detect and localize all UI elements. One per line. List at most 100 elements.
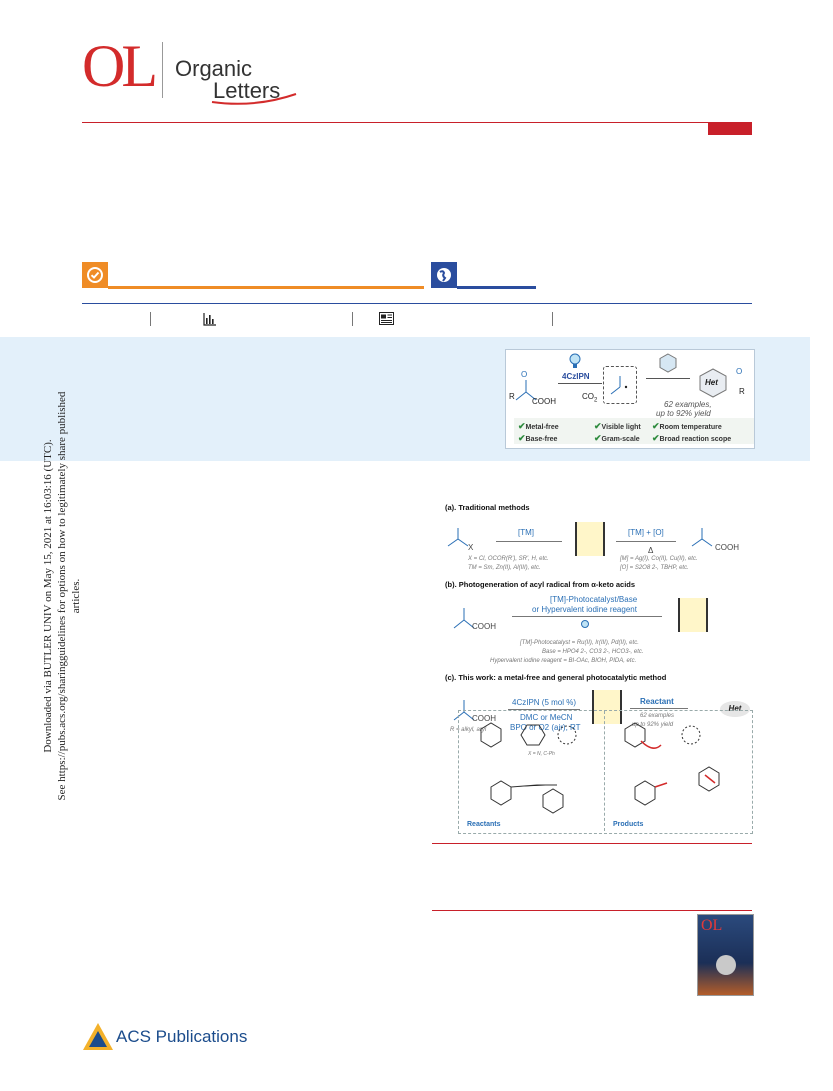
globe-icon xyxy=(437,268,451,282)
feature-base-free: ✔Base-free xyxy=(518,433,558,443)
reactants-products-panel: X = N, C-Ph Reactants Products xyxy=(458,710,753,834)
scheme-a-tm: [TM] xyxy=(518,528,534,537)
scheme-a-acyl-box xyxy=(575,522,605,556)
panel-divider xyxy=(604,711,606,831)
toc-catalyst-label: 4CzIPN xyxy=(562,372,590,381)
reactant-structures xyxy=(480,722,577,814)
figure-caption-rule xyxy=(432,843,752,844)
watermark-line2: See https://pubs.acs.org/sharingguidelin… xyxy=(56,391,82,801)
open-access-bar xyxy=(108,286,424,289)
watermark-line1: Downloaded via BUTLER UNIV on May 15, 20… xyxy=(42,439,54,753)
acyl-radical-structure xyxy=(610,376,628,395)
article-icon[interactable] xyxy=(379,312,394,325)
publisher-name[interactable]: ACS Publications xyxy=(116,1027,248,1046)
scheme-c-oxidant: BPO or O2 (air), RT xyxy=(510,723,581,732)
scheme-b-structure xyxy=(453,608,475,629)
scheme-a-delta: Δ xyxy=(648,546,654,555)
scheme-b-note2: Base = HPO4 2-, CO3 2-, HCO3-, etc. xyxy=(542,649,644,655)
scheme-b-note3: Hypervalent iodine reagent = BI-OAc, BIO… xyxy=(490,658,637,664)
scheme-a-left-structure xyxy=(447,528,469,547)
cover-rule xyxy=(432,910,752,911)
scheme-c-title: (c). This work: a metal-free and general… xyxy=(445,673,667,682)
light-bulb-icon xyxy=(569,353,581,368)
scheme-b-cooh: COOH xyxy=(472,622,496,631)
toc-cooh-label: COOH xyxy=(532,397,556,406)
cover-art xyxy=(716,955,736,975)
scheme-c-arrow-2 xyxy=(630,708,688,709)
scheme-c-r-note: R = alkyl, aryl xyxy=(450,727,487,733)
scheme-a-right-structure xyxy=(691,528,713,547)
scheme-c-examples: 62 examples xyxy=(640,713,675,719)
scheme-b-title: (b). Photogeneration of acyl radical fro… xyxy=(445,580,636,589)
download-watermark: Downloaded via BUTLER UNIV on May 15, 20… xyxy=(41,380,83,812)
toc-yield: up to 92% yield xyxy=(656,409,711,418)
toc-het-label: Het xyxy=(705,378,718,387)
keto-acid-structure xyxy=(515,380,537,401)
logo-swoosh-icon xyxy=(211,93,297,105)
toc-product-o: O xyxy=(736,367,743,376)
feature-visible-light: ✔Visible light xyxy=(594,421,641,431)
scheme-b-note1: [TM]-Photocatalyst = Ru(II), Ir(III), Pd… xyxy=(520,640,639,646)
scheme-a-title: (a). Traditional methods xyxy=(445,503,530,512)
metrics-separator xyxy=(150,312,151,326)
toc-product-r: R xyxy=(739,387,745,396)
scheme-a-note3: [M] = Ag(I), Co(II), Cu(II), etc. xyxy=(620,556,698,562)
toc-arrow xyxy=(558,383,602,384)
cover-logo-mark: OL xyxy=(701,917,723,934)
toc-r-label: R xyxy=(509,392,515,401)
article-type-tab xyxy=(708,123,752,135)
scheme-c-acyl-box xyxy=(592,690,622,724)
scheme-b-line2: or Hypervalent iodine reagent xyxy=(532,605,637,614)
feature-metal-free: ✔Metal-free xyxy=(518,421,559,431)
product-hexagon-icon xyxy=(699,368,727,398)
scheme-b-light-icon xyxy=(581,620,589,628)
scheme-a-note4: [O] = S2O8 2-, TBHP, etc. xyxy=(620,565,689,571)
toc-o-label: O xyxy=(521,370,528,379)
acs-logo-icon xyxy=(83,1023,113,1050)
scheme-b-arrow xyxy=(512,616,662,617)
scheme-c-arrow-1 xyxy=(508,709,580,710)
check-circle-icon xyxy=(87,267,103,283)
scheme-a-note2: TM = Sm, Zn(II), Al(III), etc. xyxy=(468,565,541,571)
scheme-c-cooh: COOH xyxy=(472,714,496,723)
scheme-a-tm-o: [TM] + [O] xyxy=(628,528,664,537)
het-reagent-icon xyxy=(659,353,677,373)
global-access-bar xyxy=(457,286,536,289)
feature-broad-scope: ✔Broad reaction scope xyxy=(652,433,732,443)
toc-byproduct-label: CO2 xyxy=(582,392,598,404)
article-metrics-bar xyxy=(82,303,752,338)
scheme-a-arrow-2 xyxy=(616,541,676,542)
bar-chart-icon[interactable] xyxy=(203,312,217,326)
journal-cover-thumbnail[interactable]: OL xyxy=(697,914,754,996)
scheme-a-arrow-1 xyxy=(496,541,562,542)
scheme-c-reactant: Reactant xyxy=(640,697,674,706)
scheme-c-solvent: DMC or MeCN xyxy=(520,713,573,722)
toc-features: ✔Metal-free ✔Visible light ✔Room tempera… xyxy=(514,418,754,444)
scheme-b-acyl-box xyxy=(678,598,708,632)
journal-name-line1: Organic xyxy=(175,56,253,81)
reactants-label: Reactants xyxy=(467,821,501,828)
scheme-a-cooh: COOH xyxy=(715,543,739,552)
scheme-c-catalyst: 4CzIPN (5 mol %) xyxy=(512,698,577,707)
acyl-radical-box xyxy=(603,366,637,404)
journal-name-line2: Letters xyxy=(213,78,281,103)
feature-gram-scale: ✔Gram-scale xyxy=(594,433,640,443)
scheme-b-line1: [TM]-Photocatalyst/Base xyxy=(550,595,638,604)
products-label: Products xyxy=(613,821,644,828)
toc-examples: 62 examples, xyxy=(664,400,712,409)
scheme-c-yield: up to 92% yield xyxy=(632,722,674,728)
feature-room-temperature: ✔Room temperature xyxy=(652,421,722,431)
scheme-c-het: Het xyxy=(720,701,750,717)
logo-divider xyxy=(162,42,163,98)
scheme-a-x: X xyxy=(468,543,474,552)
header-rule xyxy=(82,122,752,123)
metrics-separator xyxy=(352,312,353,326)
metrics-separator xyxy=(552,312,553,326)
scheme-figure: (a). Traditional methods X [TM] [TM] + [… xyxy=(440,500,755,840)
scheme-a-note1: X = Cl, OCOR(R'), SR', H, etc. xyxy=(468,556,549,562)
open-access-badge[interactable] xyxy=(82,262,108,288)
reactant-x-note: X = N, C-Ph xyxy=(528,751,555,757)
product-structures xyxy=(624,722,720,806)
toc-arrow-2 xyxy=(646,378,690,379)
global-access-badge[interactable] xyxy=(431,262,457,288)
